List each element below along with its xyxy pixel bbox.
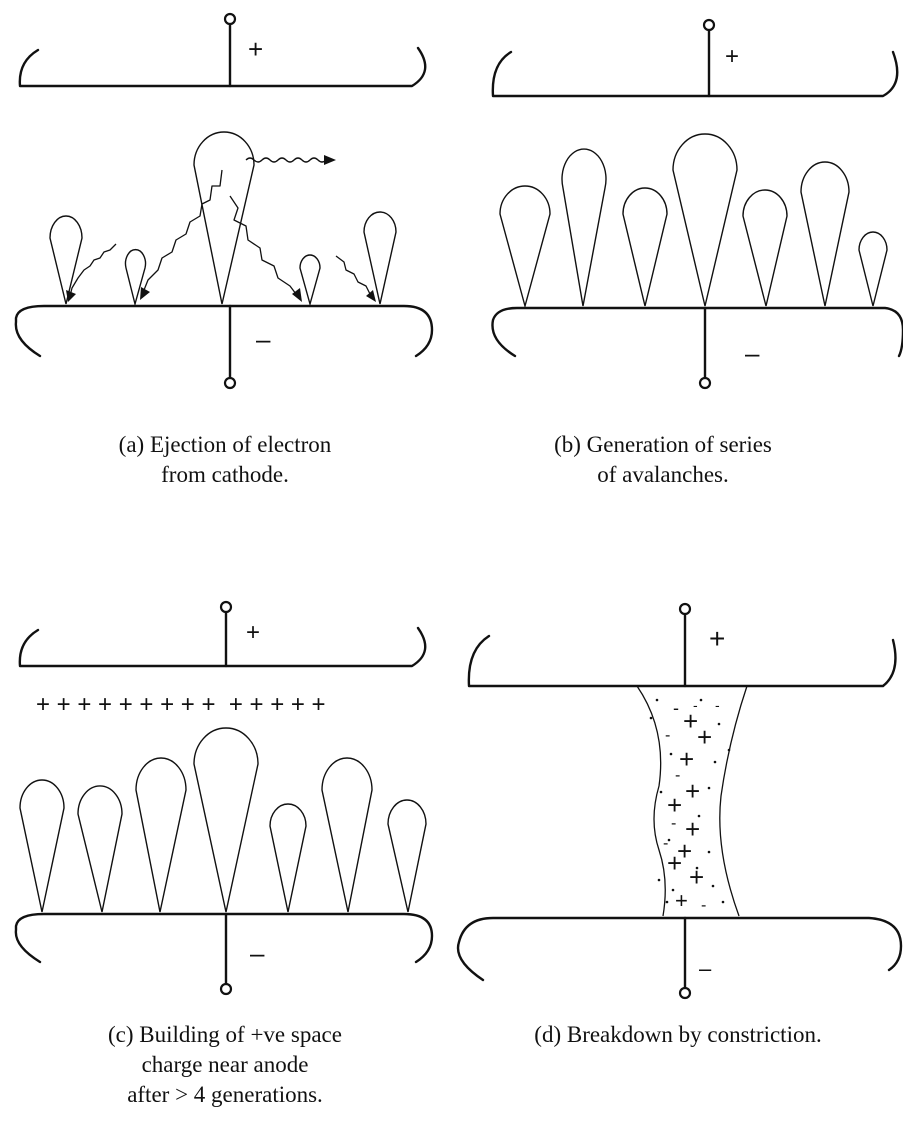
avalanche bbox=[499, 185, 551, 309]
negative-charge: - bbox=[693, 697, 698, 713]
avalanche bbox=[77, 785, 123, 913]
positive-charge: + bbox=[667, 848, 682, 878]
panel-b-diagram: + – bbox=[491, 18, 903, 390]
plasma-dot bbox=[707, 786, 711, 790]
negative-charge: - bbox=[715, 697, 720, 713]
caption-line: charge near anode bbox=[141, 1052, 309, 1077]
plasma-dot bbox=[649, 716, 653, 720]
panel-a: + – bbox=[0, 0, 450, 487]
avalanche bbox=[269, 803, 307, 913]
plasma-dot bbox=[665, 900, 669, 904]
anode-electrode bbox=[467, 602, 897, 688]
negative-charge: - bbox=[663, 835, 668, 852]
panel-c-diagram: + + + + + + + + + + + + + + + – bbox=[14, 600, 434, 996]
anode-sign: + bbox=[246, 619, 260, 646]
avalanche bbox=[19, 779, 65, 913]
avalanche bbox=[124, 249, 147, 307]
cathode-sign: – bbox=[745, 338, 760, 368]
negative-charge: - bbox=[671, 815, 676, 832]
plasma-dot bbox=[707, 850, 711, 854]
avalanche bbox=[622, 187, 668, 307]
positive-charge: + bbox=[697, 722, 712, 752]
cathode-electrode bbox=[14, 912, 434, 996]
space-charge-row: + + + + + + + + + + + + + + bbox=[36, 691, 326, 718]
anode-sign: + bbox=[248, 34, 263, 64]
anode-electrode bbox=[491, 18, 899, 98]
avalanche bbox=[193, 727, 259, 913]
photon-arrow bbox=[245, 155, 336, 165]
plasma-dot bbox=[717, 722, 721, 726]
anode-electrode bbox=[18, 12, 427, 88]
avalanche bbox=[49, 215, 83, 305]
positive-charge: + bbox=[675, 888, 688, 913]
negative-charge: - bbox=[673, 698, 679, 718]
positive-charge: + bbox=[677, 836, 692, 866]
panel-a-diagram: + – bbox=[14, 12, 434, 390]
avalanche bbox=[800, 161, 850, 307]
avalanche-drops bbox=[499, 133, 888, 309]
caption-line: (d) Breakdown by constriction. bbox=[534, 1022, 822, 1047]
anode-electrode bbox=[18, 600, 427, 668]
avalanche-drops bbox=[19, 727, 427, 913]
negative-charge: - bbox=[701, 897, 706, 914]
cathode-sign: – bbox=[250, 938, 265, 968]
positive-charge: + bbox=[683, 706, 698, 736]
caption-line: of avalanches. bbox=[597, 462, 729, 487]
panel-c: + + + + + + + + + + + + + + + – (c) Buil… bbox=[0, 590, 450, 1107]
cathode-electrode bbox=[491, 306, 903, 390]
positive-charge: + bbox=[667, 790, 682, 820]
plasma-dot bbox=[727, 748, 731, 752]
avalanche bbox=[299, 254, 321, 307]
panel-d-diagram: + ---+-++-++-+-++++- – bbox=[456, 602, 903, 1000]
avalanche bbox=[363, 211, 397, 305]
positive-charge: + bbox=[685, 814, 700, 844]
avalanche bbox=[193, 131, 255, 305]
plasma-dot bbox=[699, 698, 703, 702]
avalanche bbox=[672, 133, 738, 307]
cathode-electrode bbox=[14, 304, 434, 390]
breakdown-channel bbox=[636, 685, 748, 917]
avalanche bbox=[135, 757, 187, 913]
avalanche-drops bbox=[49, 131, 397, 307]
plasma-dot bbox=[667, 838, 671, 842]
avalanche bbox=[742, 189, 788, 307]
panel-d: + ---+-++-++-+-++++- – (d) Breakdown by … bbox=[453, 590, 903, 1047]
caption-line: from cathode. bbox=[161, 462, 289, 487]
plasma-dot bbox=[711, 884, 715, 888]
plasma-dot bbox=[669, 752, 673, 756]
cathode-sign: – bbox=[256, 324, 271, 354]
channel-charges: ---+-++-++-+-++++- bbox=[649, 697, 731, 914]
caption-b: (b) Generation of series of avalanches. bbox=[453, 430, 873, 490]
negative-charge: - bbox=[675, 767, 680, 784]
cathode-electrode bbox=[456, 916, 903, 1000]
positive-charge: + bbox=[679, 744, 694, 774]
caption-c: (c) Building of +ve space charge near an… bbox=[0, 1020, 450, 1110]
caption-line: after > 4 generations. bbox=[127, 1082, 323, 1107]
avalanche bbox=[858, 231, 888, 307]
photon-paths bbox=[66, 169, 376, 302]
avalanche bbox=[561, 148, 607, 307]
anode-sign: + bbox=[725, 43, 739, 70]
positive-charge: + bbox=[685, 776, 700, 806]
negative-charge: - bbox=[665, 727, 670, 744]
cathode-sign: – bbox=[699, 956, 712, 981]
avalanche bbox=[321, 757, 373, 913]
caption-d: (d) Breakdown by constriction. bbox=[453, 1020, 903, 1050]
plasma-dot bbox=[671, 888, 675, 892]
plasma-dot bbox=[695, 866, 699, 870]
positive-charge: + bbox=[689, 862, 704, 892]
plasma-dot bbox=[721, 900, 725, 904]
plasma-dot bbox=[697, 814, 701, 818]
caption-line: (b) Generation of series bbox=[554, 432, 772, 457]
anode-sign: + bbox=[709, 623, 725, 654]
caption-a: (a) Ejection of electron from cathode. bbox=[0, 430, 450, 490]
caption-line: (a) Ejection of electron bbox=[118, 432, 332, 457]
caption-line: (c) Building of +ve space bbox=[108, 1022, 342, 1047]
plasma-dot bbox=[659, 790, 663, 794]
plasma-dot bbox=[657, 878, 661, 882]
avalanche bbox=[387, 799, 427, 913]
plasma-dot bbox=[655, 698, 659, 702]
plasma-dot bbox=[713, 760, 717, 764]
panel-b: + – (b) Generation of series of avalanch… bbox=[453, 0, 903, 487]
